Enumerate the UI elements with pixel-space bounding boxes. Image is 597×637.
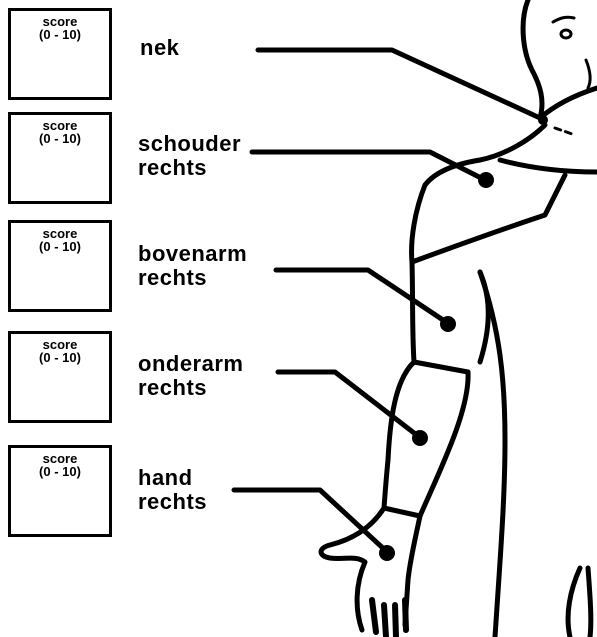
leader-line-hand <box>234 490 385 550</box>
head-outline <box>523 0 597 118</box>
hip-outline <box>568 568 591 637</box>
hand-outline <box>321 508 420 637</box>
leader-line-nek <box>258 50 540 118</box>
leader-line-onderarm <box>278 372 418 436</box>
point-hand <box>379 545 395 561</box>
torso-outline <box>480 272 505 637</box>
leader-line-bovenarm <box>276 270 446 322</box>
point-schouder <box>478 172 494 188</box>
point-bovenarm <box>440 316 456 332</box>
leader-lines <box>234 50 548 561</box>
point-nek <box>538 115 548 125</box>
point-onderarm <box>412 430 428 446</box>
collar-outline <box>425 125 597 185</box>
upper-arm-outline <box>412 175 565 372</box>
